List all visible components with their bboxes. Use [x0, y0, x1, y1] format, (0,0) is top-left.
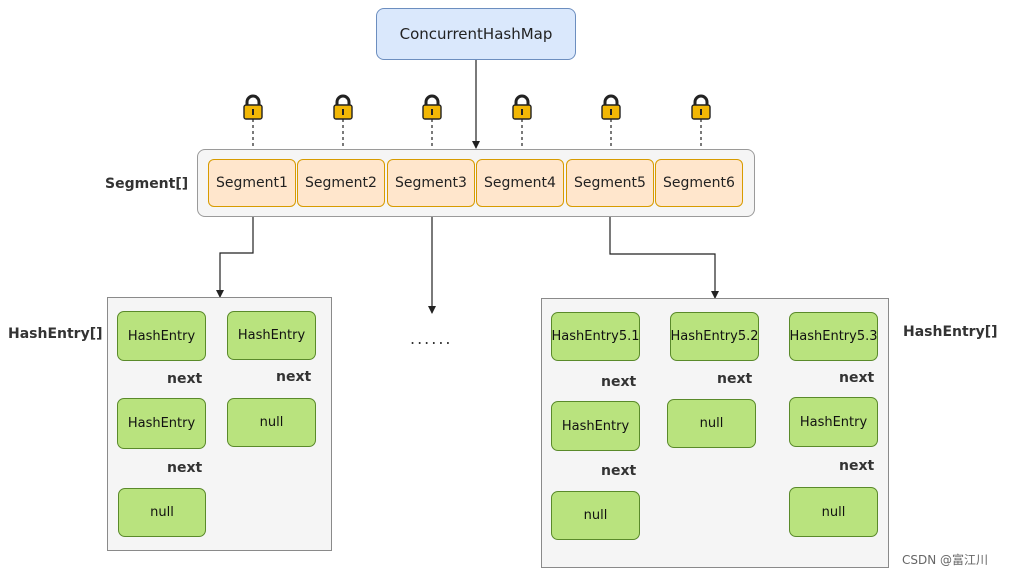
right-entry-5-3-next: HashEntry: [789, 397, 878, 447]
segment-2: Segment2: [297, 159, 385, 207]
left-hashentry-array-label: HashEntry[]: [8, 326, 103, 342]
lock-icon: [691, 94, 711, 120]
next-label: next: [601, 463, 637, 479]
segment-6: Segment6: [655, 159, 743, 207]
right-null-3: null: [789, 487, 878, 537]
next-label: next: [167, 460, 203, 476]
left-null-1: null: [118, 488, 206, 537]
lock-icon: [601, 94, 621, 120]
next-label: next: [601, 374, 637, 390]
right-null-1: null: [551, 491, 640, 540]
next-label: next: [717, 371, 753, 387]
segment-3: Segment3: [387, 159, 475, 207]
next-label: next: [276, 369, 312, 385]
segment1-link: [216, 207, 254, 298]
segment-1: Segment1: [208, 159, 296, 207]
lock-icon: [243, 94, 263, 120]
concurrenthashmap-label: ConcurrentHashMap: [399, 25, 553, 43]
lock-icon: [422, 94, 442, 120]
segment-5: Segment5: [566, 159, 654, 207]
segment5-link: [609, 207, 719, 299]
right-entry-5-1: HashEntry5.1: [551, 312, 640, 361]
next-label: next: [839, 370, 875, 386]
ellipsis: ......: [410, 329, 453, 348]
segment-array-label: Segment[]: [105, 176, 189, 192]
left-entry-1: HashEntry: [117, 311, 206, 361]
left-entry-2: HashEntry: [117, 398, 206, 449]
lock-icon: [512, 94, 532, 120]
segment-4: Segment4: [476, 159, 564, 207]
lock-icon: [333, 94, 353, 120]
concurrenthashmap-node: ConcurrentHashMap: [376, 8, 576, 60]
next-label: next: [167, 371, 203, 387]
left-entry-3: HashEntry: [227, 311, 316, 360]
left-null-2: null: [227, 398, 316, 447]
right-hashentry-array-label: HashEntry[]: [903, 324, 998, 340]
watermark: CSDN @富江川: [902, 553, 989, 567]
right-entry-5-1-next: HashEntry: [551, 401, 640, 451]
right-entry-5-3: HashEntry5.3: [789, 312, 878, 361]
right-entry-5-2: HashEntry5.2: [670, 312, 759, 361]
right-null-2: null: [667, 399, 756, 448]
next-label: next: [839, 458, 875, 474]
